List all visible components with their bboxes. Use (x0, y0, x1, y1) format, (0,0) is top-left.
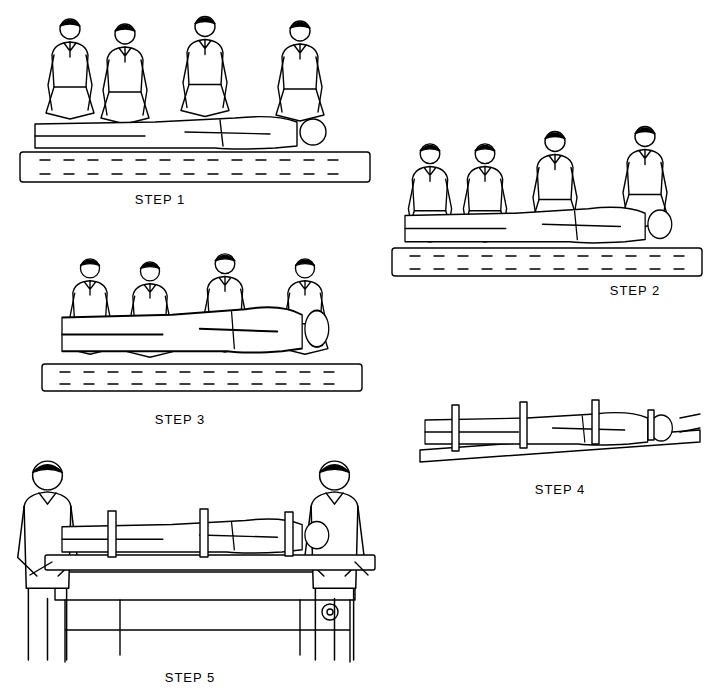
step-label: STEP 5 (130, 670, 250, 685)
step-label: STEP 4 (500, 482, 620, 497)
step4-figure (420, 400, 700, 462)
step3-figure (42, 254, 362, 391)
step-label: STEP 2 (575, 283, 695, 298)
step-label: STEP 1 (100, 192, 220, 207)
step2-figure (392, 127, 702, 277)
step-label: STEP 3 (120, 412, 240, 427)
step1-figure (20, 17, 370, 183)
step5-figure (18, 461, 375, 662)
